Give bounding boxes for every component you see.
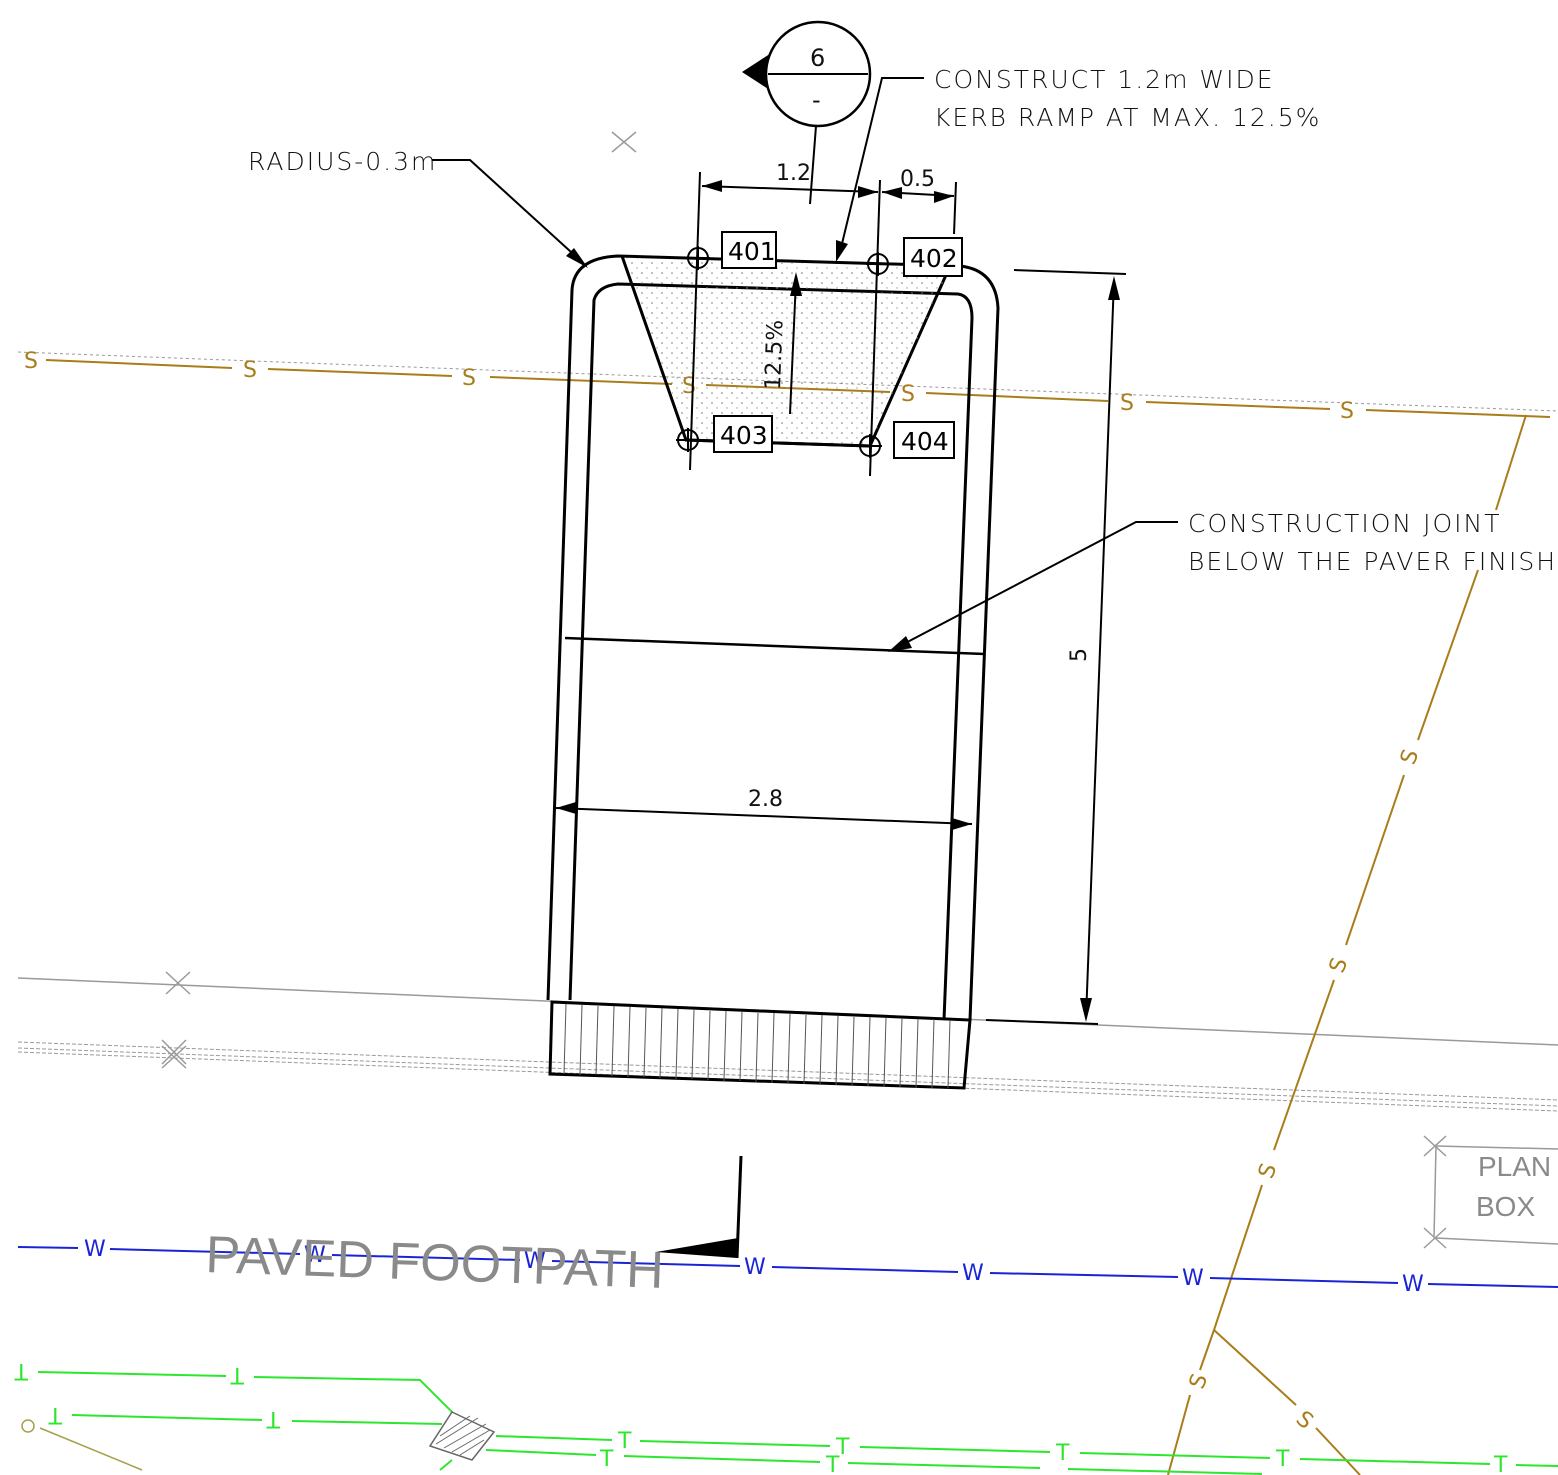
dim-length: 5 — [1067, 648, 1092, 662]
svg-text:W: W — [744, 1255, 766, 1280]
leader-arrows — [566, 240, 912, 652]
dim-slope: 12.5% — [761, 319, 788, 390]
svg-text:T: T — [230, 1362, 245, 1387]
leader-lines — [432, 77, 1178, 649]
svg-text:S: S — [24, 349, 38, 374]
svg-text:S: S — [901, 382, 915, 407]
plan-box-label-line1: PLAN — [1478, 1151, 1551, 1182]
width-dimension — [555, 807, 973, 825]
svg-text:T: T — [599, 1447, 614, 1472]
svg-text:T: T — [835, 1435, 850, 1460]
svg-text:S: S — [1185, 1371, 1213, 1393]
point-401: 401 — [728, 237, 776, 266]
point-403: 403 — [720, 421, 768, 450]
section-cut-arrow — [656, 1155, 743, 1259]
telecom-pit — [428, 1411, 496, 1461]
svg-text:S: S — [462, 366, 476, 391]
section-marker — [742, 20, 872, 205]
sewer-line-diagonal — [1167, 414, 1527, 1475]
dim-width: 2.8 — [748, 787, 783, 812]
width-dimension-arrows — [556, 802, 972, 830]
svg-text:T: T — [14, 1358, 29, 1383]
paved-footpath-label: PAVED FOOTPATH — [205, 1226, 665, 1300]
survey-point-markers — [676, 246, 890, 458]
svg-text:T: T — [1055, 1441, 1070, 1466]
svg-text:W: W — [962, 1261, 984, 1286]
length-dimension — [985, 269, 1127, 1025]
svg-text:S: S — [1396, 746, 1424, 768]
svg-text:T: T — [825, 1453, 840, 1475]
dim-flare: 0.5 — [900, 167, 935, 192]
ramp-stipple-fill — [624, 258, 950, 444]
plan-box-label-line2: BOX — [1476, 1191, 1535, 1222]
svg-text:S: S — [1291, 1406, 1318, 1434]
point-402: 402 — [910, 244, 958, 273]
ramp-note-line1: CONSTRUCT 1.2m WIDE — [934, 65, 1275, 94]
svg-text:S: S — [243, 358, 257, 383]
svg-text:S: S — [1254, 1160, 1282, 1182]
telecom-lines — [37, 1371, 1558, 1475]
water-line: W W W W W W W — [17, 1237, 1558, 1297]
telecom-labels: T T T T T T T T T T T — [14, 1358, 1508, 1475]
svg-text:T: T — [1275, 1447, 1290, 1472]
section-sheet: - — [812, 86, 821, 114]
svg-text:S: S — [1340, 399, 1354, 424]
top-dimension-arrows — [702, 180, 954, 203]
kerb-hatching — [563, 1003, 951, 1089]
svg-text:W: W — [84, 1237, 106, 1262]
ramp-note-line2: KERB RAMP AT MAX. 12.5% — [934, 103, 1321, 132]
gas-line — [21, 1419, 143, 1471]
section-number: 6 — [810, 44, 825, 72]
svg-text:T: T — [1493, 1453, 1508, 1475]
radius-note: RADIUS-0.3m — [248, 147, 437, 176]
svg-text:W: W — [1182, 1266, 1204, 1291]
svg-text:T: T — [266, 1406, 281, 1431]
length-dimension-arrows — [1080, 276, 1120, 1022]
svg-text:S: S — [1120, 391, 1134, 416]
svg-text:T: T — [48, 1402, 63, 1427]
svg-text:S: S — [1325, 955, 1353, 977]
slope-arrow — [789, 272, 802, 415]
dim-ramp-width: 1.2 — [776, 161, 811, 186]
joint-note-line2: BELOW THE PAVER FINISH — [1188, 547, 1557, 576]
svg-text:T: T — [617, 1429, 632, 1454]
svg-text:W: W — [524, 1249, 546, 1274]
svg-text:W: W — [1402, 1272, 1424, 1297]
point-404: 404 — [901, 427, 949, 456]
joint-note-line1: CONSTRUCTION JOINT — [1188, 509, 1501, 538]
svg-text:W: W — [304, 1243, 326, 1268]
survey-point-tags: 401 402 403 404 — [713, 231, 963, 459]
